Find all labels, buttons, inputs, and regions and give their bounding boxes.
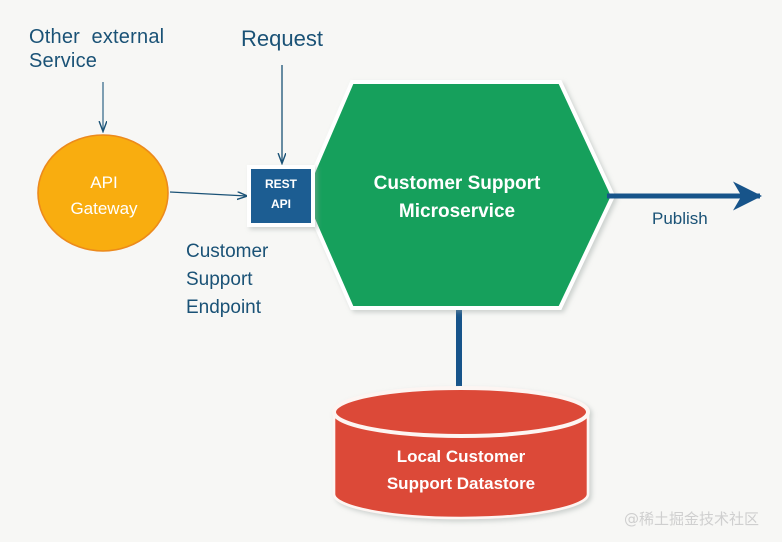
- datastore-shape[interactable]: [332, 386, 590, 520]
- label-customer-support-endpoint: Customer Support Endpoint: [186, 241, 269, 319]
- label-request: Request: [241, 26, 323, 51]
- label-publish: Publish: [652, 209, 708, 228]
- connector-gateway-restapi: [169, 192, 247, 196]
- watermark: @稀土掘金技术社区: [624, 510, 760, 528]
- rest-api-shape[interactable]: [247, 165, 315, 227]
- api-gateway-shape[interactable]: [37, 134, 169, 252]
- microservice-shape[interactable]: [300, 80, 616, 310]
- label-other-external-service: Other external Service: [29, 26, 165, 72]
